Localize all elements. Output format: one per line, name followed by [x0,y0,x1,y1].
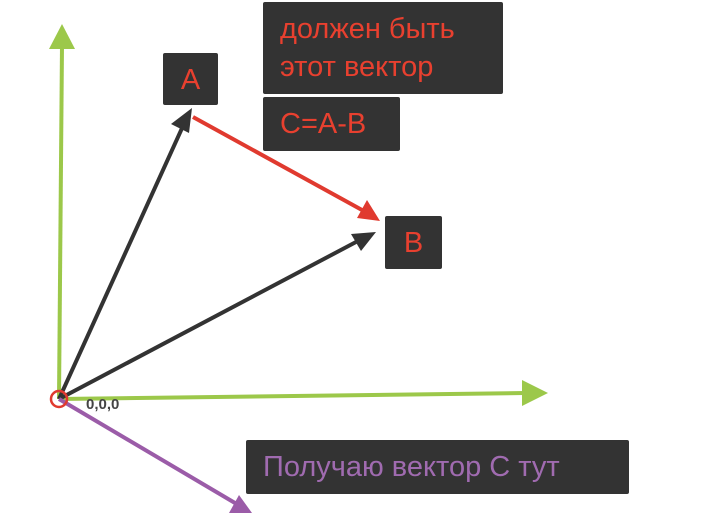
vector-b-arrowhead [351,232,376,251]
axis-x [58,391,526,401]
result-box: Получаю вектор С тут [246,440,629,494]
axis-y [57,44,64,400]
result-text: Получаю вектор С тут [263,451,560,483]
axis-y-arrowhead [49,24,75,49]
origin-marker [49,389,69,409]
label-b: B [403,227,424,259]
formula-text: C=A-B [280,108,367,140]
formula-box: C=A-B [263,97,400,151]
origin-label: 0,0,0 [86,396,120,413]
vector-origin-to-b [58,240,357,401]
label-a: A [180,64,201,96]
note-line-1: должен быть [280,13,455,45]
vector-result-arrowhead [229,495,252,513]
label-box-b: B [385,216,442,269]
vector-c-a-minus-b [192,115,363,212]
vector-origin-to-a [57,125,185,400]
label-box-a: A [163,53,218,105]
vector-c-arrowhead [357,200,380,221]
note-box: должен быть этот вектор [263,2,503,94]
note-line-2: этот вектор [280,51,434,83]
vector-a-arrowhead [171,108,192,133]
axis-x-arrowhead [522,380,548,406]
vector-result-c [57,397,237,505]
